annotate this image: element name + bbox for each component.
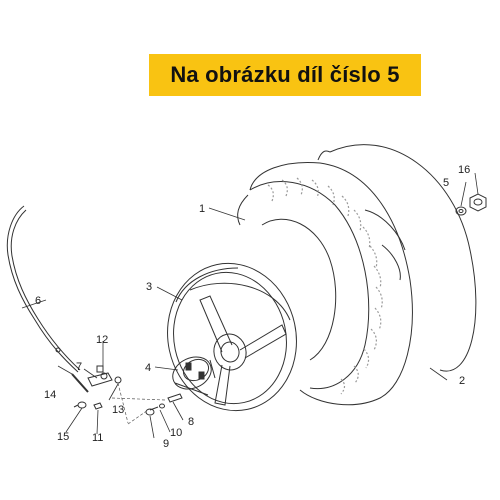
brake-lever — [87, 365, 113, 387]
callout-5: 5 — [443, 177, 449, 189]
rim — [167, 262, 297, 412]
tread-pattern — [267, 177, 383, 395]
callout-8: 8 — [188, 416, 194, 428]
callout-10: 10 — [170, 427, 182, 439]
callout-14: 14 — [44, 389, 56, 401]
brake-cable — [6, 205, 81, 373]
brake-drum-hub — [172, 356, 216, 396]
return-spring — [71, 373, 89, 393]
callout-9: 9 — [163, 438, 169, 450]
pin — [114, 376, 122, 384]
callout-16: 16 — [458, 164, 470, 176]
callout-15: 15 — [57, 431, 69, 443]
callout-2: 2 — [459, 375, 465, 387]
callout-13: 13 — [112, 404, 124, 416]
washer — [455, 206, 467, 216]
callout-3: 3 — [146, 281, 152, 293]
adjuster-nut — [73, 401, 87, 409]
brake-disc — [317, 144, 477, 372]
callout-6: 6 — [35, 295, 41, 307]
axle-nut — [469, 193, 487, 212]
callout-11: 11 — [92, 432, 103, 444]
valve-stem — [145, 393, 183, 416]
callout-12: 12 — [96, 334, 108, 346]
leader-lines — [21, 172, 479, 439]
bolt — [93, 402, 103, 410]
part-number-banner: Na obrázku díl číslo 5 — [149, 54, 421, 96]
callout-labels: 1 2 3 4 5 6 7 8 9 10 11 12 13 14 15 16 — [35, 164, 470, 450]
callout-4: 4 — [145, 362, 151, 374]
tire — [237, 161, 413, 406]
callout-1: 1 — [199, 203, 205, 215]
banner-text: Na obrázku díl číslo 5 — [170, 62, 400, 87]
callout-7: 7 — [76, 361, 82, 373]
assembly-lines — [111, 382, 166, 425]
